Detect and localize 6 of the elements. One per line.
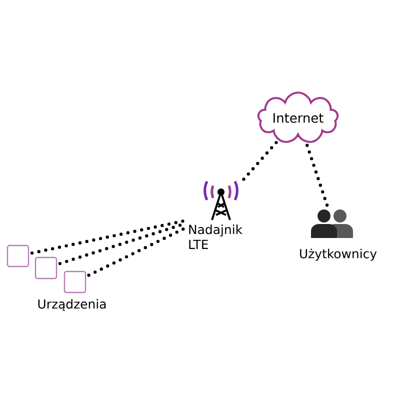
tower-label: Nadajnik LTE [189,224,242,249]
device-box [34,256,58,280]
device-box [6,244,30,268]
group-label: Urządzenia [38,299,106,311]
users-label: Użytkownicy [300,248,377,261]
device-box [64,270,86,294]
